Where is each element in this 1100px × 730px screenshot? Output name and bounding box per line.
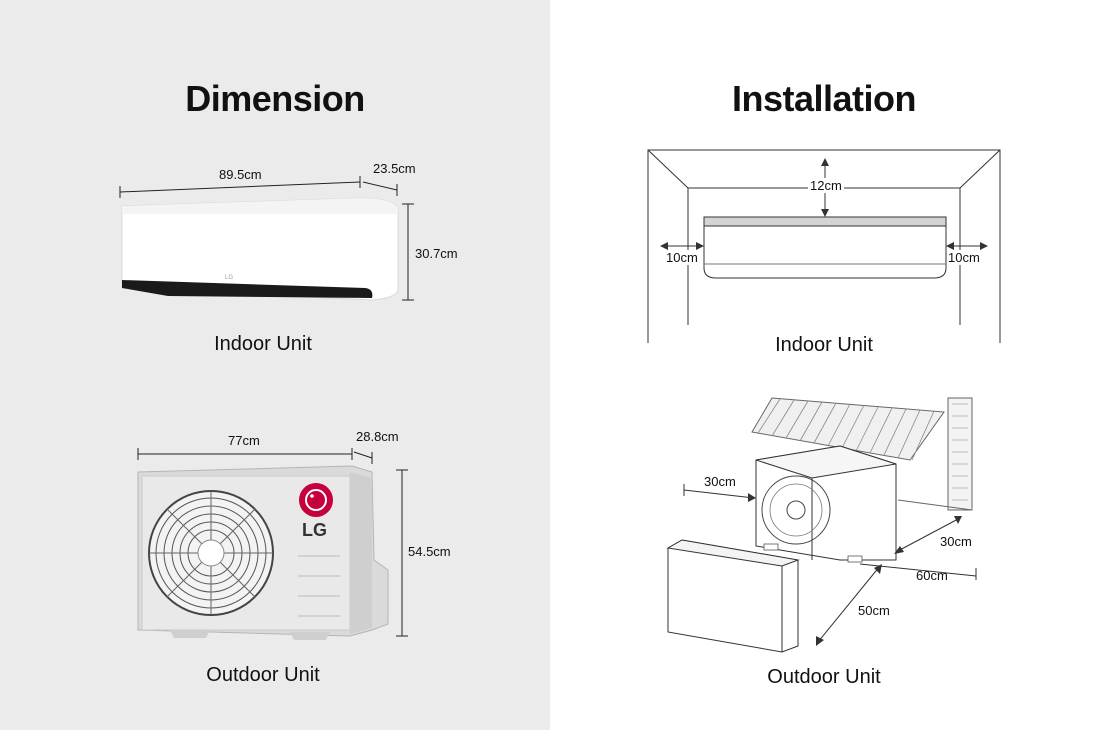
outdoor-installation-caption: Outdoor Unit xyxy=(767,666,881,688)
dimension-title: Dimension xyxy=(185,78,365,119)
outdoor-installation-drawing xyxy=(666,397,977,653)
outdoor-depth-label: 28.8cm xyxy=(356,429,399,444)
outdoor-wall-clearance-label: 30cm xyxy=(940,534,972,549)
indoor-lg-logo: LG xyxy=(225,275,233,281)
indoor-unit-caption: Indoor Unit xyxy=(214,333,312,355)
outdoor-unit-caption: Outdoor Unit xyxy=(206,664,320,686)
installation-title: Installation xyxy=(731,78,917,119)
indoor-top-clearance-label: 12cm xyxy=(808,178,844,193)
outdoor-height-label: 54.5cm xyxy=(408,544,451,559)
indoor-left-clearance-label: 10cm xyxy=(666,250,698,265)
indoor-right-clearance-label: 10cm xyxy=(948,250,980,265)
installation-panel: Installation 12cm xyxy=(550,0,1100,730)
indoor-unit-dimension-drawing: LG xyxy=(119,176,414,301)
outdoor-width-label: 77cm xyxy=(228,433,260,448)
outdoor-side-clearance-label: 60cm xyxy=(916,568,948,583)
outdoor-left-clearance-label: 30cm xyxy=(704,474,736,489)
indoor-depth-label: 23.5cm xyxy=(373,161,416,176)
indoor-installation-caption: Indoor Unit xyxy=(775,334,873,356)
indoor-width-label: 89.5cm xyxy=(219,167,262,182)
outdoor-front-clearance-label: 50cm xyxy=(858,603,890,618)
indoor-height-label: 30.7cm xyxy=(415,246,458,261)
outdoor-lg-logo: LG xyxy=(302,520,327,540)
dimension-panel: Dimension LG 89.5cm 23.5cm 30.7cm Indoor… xyxy=(0,0,550,730)
outdoor-unit-dimension-drawing xyxy=(137,448,408,640)
